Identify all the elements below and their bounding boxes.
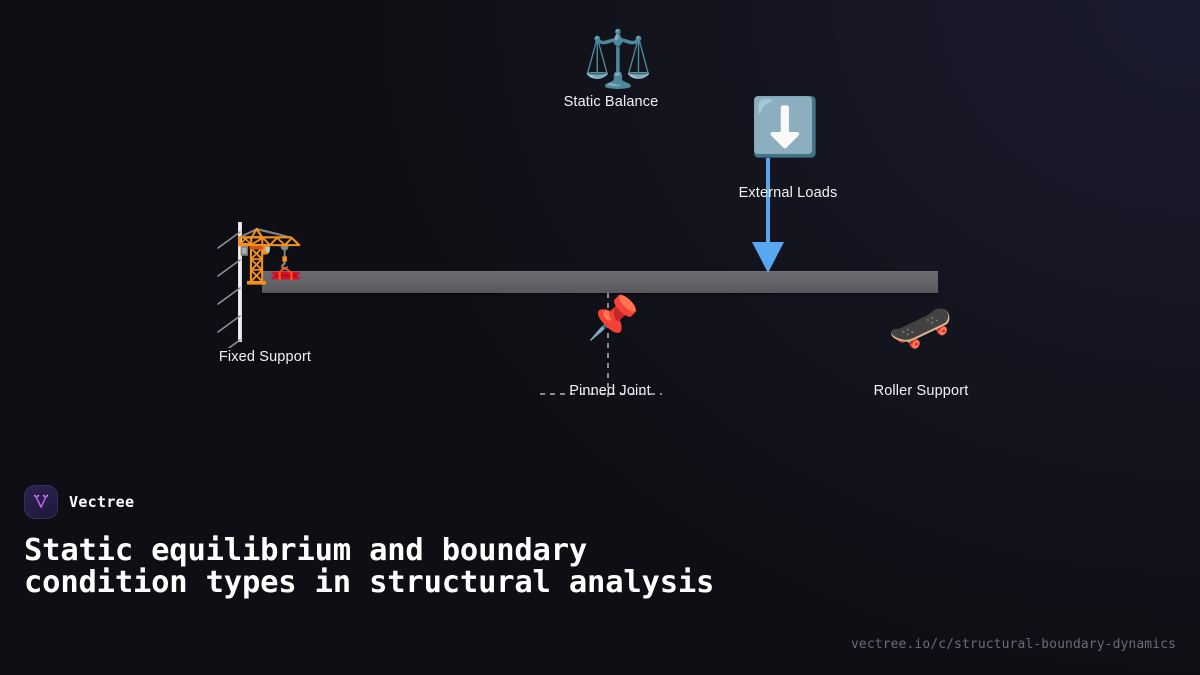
fixed-support-label: Fixed Support — [218, 349, 312, 365]
static-balance-label: Static Balance — [563, 94, 659, 110]
external-load-line — [766, 158, 770, 244]
brand-lockup[interactable]: Vectree — [24, 485, 134, 519]
beam-shadow — [262, 293, 938, 297]
fixed-support-wall — [238, 222, 242, 342]
skateboard-icon: 🛹 — [888, 297, 953, 357]
external-loads-label: External Loads — [738, 185, 838, 201]
page-title: Static equilibrium and boundary conditio… — [24, 533, 715, 600]
crane-icon: 🏗️ — [234, 222, 304, 287]
pinned-joint-horizontal-guide — [540, 393, 662, 395]
external-load-arrowhead-icon — [752, 242, 784, 273]
roller-support-label: Roller Support — [873, 383, 969, 399]
poster-footer: Vectree Static equilibrium and boundary … — [0, 485, 1200, 675]
pushpin-icon: 📌 — [587, 293, 640, 342]
site-url: vectree.io/c/structural-boundary-dynamic… — [851, 637, 1176, 652]
down-arrow-icon: ⬇️ — [750, 95, 820, 160]
fixed-support-hatching-icon — [217, 231, 241, 348]
pinned-joint-vertical-guide — [607, 293, 609, 397]
brand-name: Vectree — [69, 493, 135, 511]
balance-scale-icon: ⚖️ — [583, 27, 653, 92]
pinned-joint-label: Pinned Joint — [569, 383, 651, 399]
beam-member — [262, 271, 938, 293]
vectree-v-logo-icon — [24, 485, 58, 519]
